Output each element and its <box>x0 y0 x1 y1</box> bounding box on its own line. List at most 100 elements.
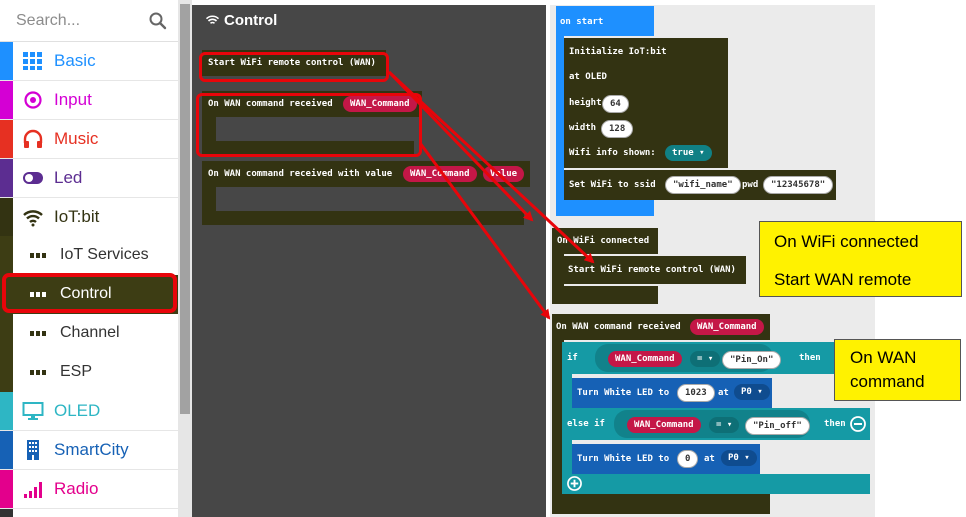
category-led[interactable]: Led <box>0 159 178 198</box>
category-color-stripe <box>0 120 13 158</box>
block-label: Turn White LED to <box>577 454 670 464</box>
building-icon <box>27 440 39 460</box>
subcategory-iot-services[interactable]: IoT Services <box>0 236 178 275</box>
variable-wan-command[interactable]: WAN_Command <box>627 417 701 433</box>
callout-text: On WAN <box>850 348 917 367</box>
subcategory-control[interactable]: Control <box>0 275 178 314</box>
variable-wan-command[interactable]: WAN_Command <box>608 351 682 367</box>
highlight-on-wan-command <box>196 93 422 157</box>
category-color-stripe <box>0 81 13 119</box>
category-color-stripe <box>0 236 13 275</box>
variable-wan-command[interactable]: WAN_Command <box>343 96 417 112</box>
block-label: Turn White LED to <box>577 388 670 398</box>
block-on-start-arm <box>556 36 564 204</box>
string-text: Pin_off <box>758 421 797 431</box>
pin-text: P0 <box>741 387 752 397</box>
block-flyout <box>192 5 546 517</box>
string-value-field[interactable]: "Pin_off" <box>745 417 810 435</box>
plus-circle-icon[interactable] <box>567 476 582 491</box>
led-value-field[interactable]: 0 <box>677 450 699 468</box>
callout-text: Start WAN remote <box>774 270 912 289</box>
block-label: then <box>824 419 846 429</box>
signal-bars-icon <box>24 482 42 498</box>
block-label: On WAN command received <box>556 322 681 332</box>
block-on-wan-footer <box>552 494 770 514</box>
block-on-wan-command-value-arm <box>202 187 216 211</box>
block-label: On WiFi connected <box>557 236 650 246</box>
search-box[interactable]: Search... <box>0 0 178 42</box>
grid-icon <box>23 52 42 70</box>
ssid-field[interactable]: "wifi_name" <box>665 176 741 194</box>
block-label: height <box>569 98 602 108</box>
callout-wifi: On WiFi connected Start WAN remote <box>759 221 962 297</box>
block-else-if-arm <box>562 440 572 474</box>
variable-wan-command[interactable]: WAN_Command <box>403 166 477 182</box>
subcategory-channel[interactable]: Channel <box>0 314 178 353</box>
block-on-wan-command-footer <box>202 141 414 155</box>
block-label: width <box>569 123 597 133</box>
width-value-field[interactable]: 128 <box>601 120 634 138</box>
block-label: at <box>704 454 715 464</box>
block-label: Wifi info shown: <box>569 148 656 158</box>
headphones-icon <box>23 129 43 148</box>
block-if-footer <box>562 474 870 494</box>
block-if-arm <box>562 374 572 408</box>
category-basic[interactable]: Basic <box>0 42 178 81</box>
category-label: Basic <box>54 51 96 70</box>
block-label: Start WiFi remote control (WAN) <box>568 265 736 275</box>
block-initialize-iotbit[interactable]: Initialize IoT:bit at OLED height width … <box>564 38 728 168</box>
callout-text: On WiFi connected <box>774 232 919 251</box>
category-label: Led <box>54 168 83 187</box>
search-icon[interactable] <box>148 11 168 31</box>
password-field[interactable]: "12345678" <box>763 176 834 194</box>
block-label: On WAN command received <box>208 99 333 109</box>
search-input[interactable]: Search... <box>16 12 81 29</box>
block-label: on start <box>560 17 604 27</box>
height-value-field[interactable]: 64 <box>602 95 629 113</box>
wifi-icon <box>23 210 43 227</box>
block-on-start-footer <box>556 200 654 216</box>
category-radio[interactable]: Radio <box>0 470 178 509</box>
category-music[interactable]: Music <box>0 120 178 159</box>
wifi-info-dropdown[interactable]: true ▾ <box>665 145 712 161</box>
category-input[interactable]: Input <box>0 81 178 120</box>
pin-dropdown[interactable]: P0 ▾ <box>721 450 757 466</box>
block-on-wan-command-arm <box>202 117 216 141</box>
string-value-field[interactable]: "Pin_On" <box>722 351 782 369</box>
variable-wan-command[interactable]: WAN_Command <box>690 319 764 335</box>
category-label: IoT:bit <box>54 207 100 226</box>
category-color-stripe <box>0 353 13 392</box>
led-value-field[interactable]: 1023 <box>677 384 715 402</box>
subcategory-esp[interactable]: ESP <box>0 353 178 392</box>
block-on-wifi-footer <box>552 286 658 304</box>
monitor-icon <box>22 402 44 420</box>
highlight-start-wan <box>199 52 389 82</box>
operator-text: = <box>716 420 722 430</box>
operator-dropdown[interactable]: = ▾ <box>690 351 721 367</box>
arrow-start-wan-to-body <box>387 70 595 264</box>
toolbox-scroll-thumb[interactable] <box>180 4 190 414</box>
password-text: 12345678 <box>776 180 820 190</box>
callout-wan: On WAN command <box>834 339 961 401</box>
subcategory-label: Control <box>60 285 112 302</box>
category-label: Input <box>54 90 92 109</box>
block-label: if <box>567 353 578 363</box>
category-smartcity[interactable]: SmartCity <box>0 431 178 470</box>
block-label: then <box>799 353 821 363</box>
block-label: else if <box>567 419 605 429</box>
category-color-stripe <box>0 509 13 517</box>
block-label: at OLED <box>569 72 607 82</box>
category-color-stripe <box>0 392 13 430</box>
ssid-text: wifi_name <box>678 180 728 190</box>
operator-dropdown[interactable]: = ▾ <box>709 417 740 433</box>
category-oled[interactable]: OLED <box>0 392 178 431</box>
more-dots-icon <box>30 370 46 375</box>
category-label: Radio <box>54 479 99 498</box>
block-label: pwd <box>742 180 759 190</box>
pin-dropdown[interactable]: P0 ▾ <box>734 384 770 400</box>
block-on-wifi-arm <box>552 254 564 288</box>
block-on-start-header[interactable]: on start <box>556 6 654 36</box>
category-color-stripe <box>0 431 13 469</box>
operator-text: = <box>697 354 703 364</box>
minus-circle-icon[interactable] <box>850 416 866 432</box>
